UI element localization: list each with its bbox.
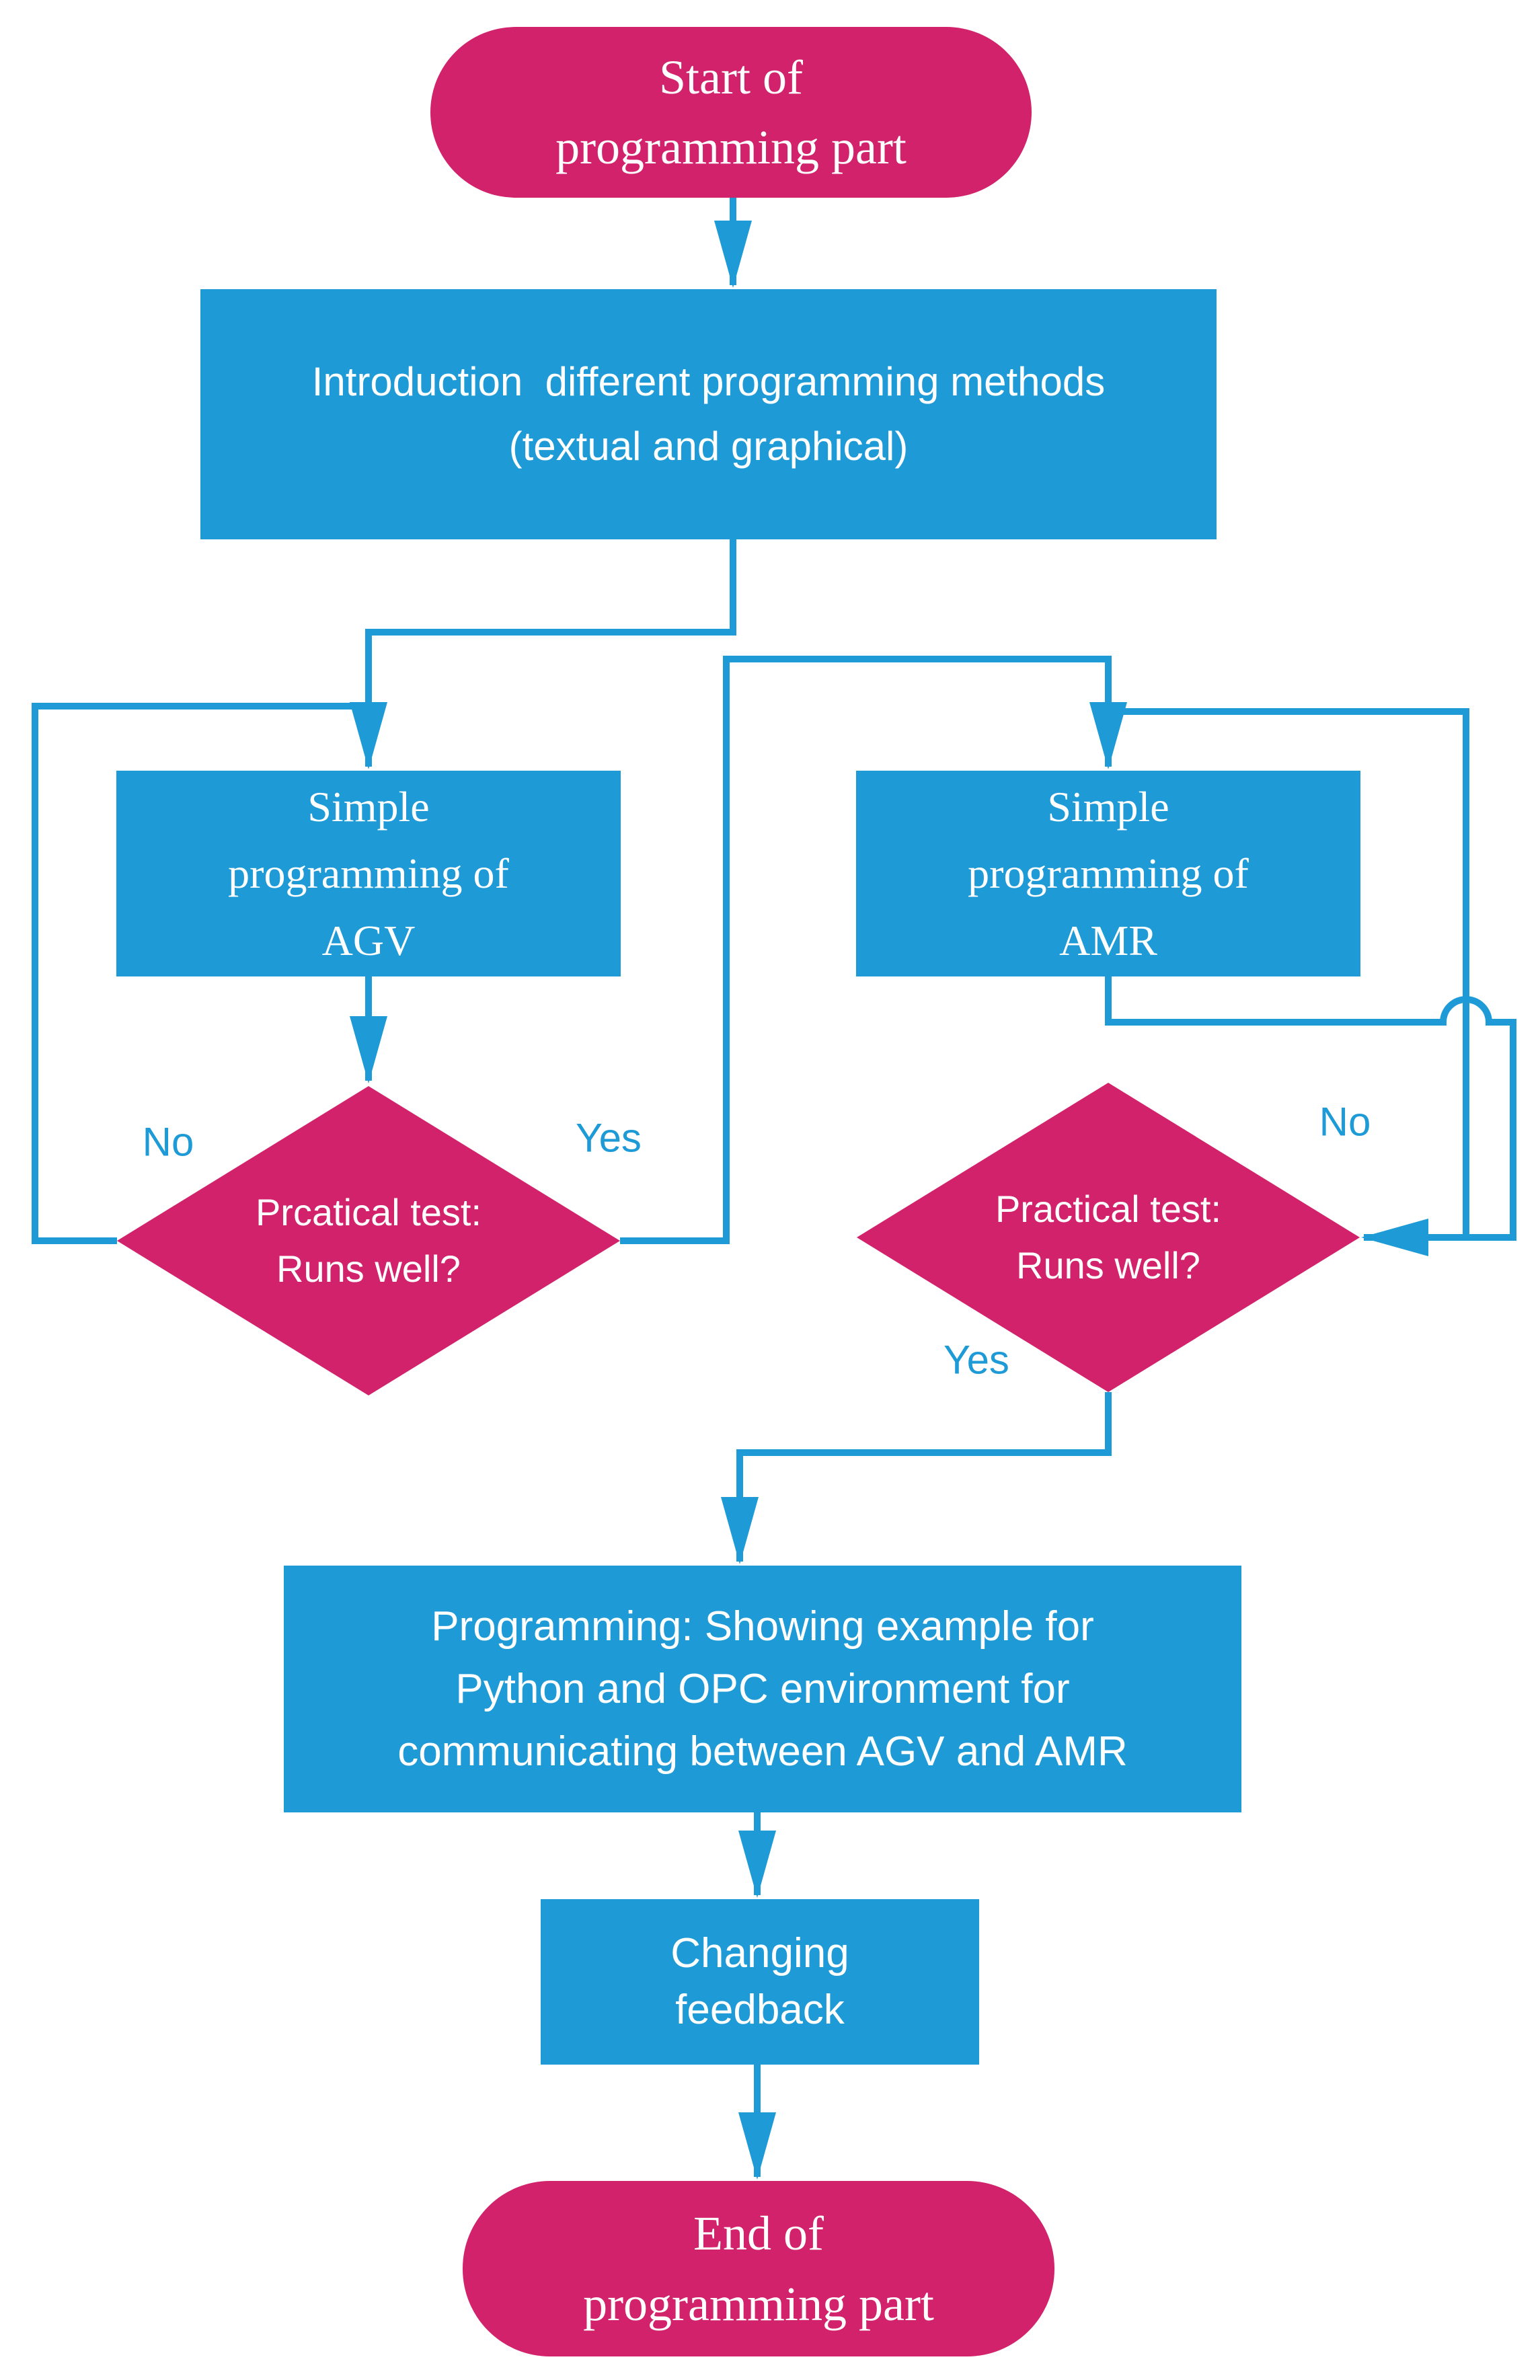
node-introduction-label: Introduction different programming metho… <box>311 359 1106 469</box>
edge-label-agv-no: No <box>142 1119 194 1165</box>
node-end-label: End of programming part <box>583 2206 934 2331</box>
node-amr-label: Simple programming of AMR <box>968 783 1249 964</box>
node-programming-label: Programming: Showing example for Python … <box>397 1603 1128 1775</box>
edge-agvtest-no-loop <box>32 703 366 1244</box>
node-start-label: Start of programming part <box>555 50 907 174</box>
node-programming-example-process: Programming: Showing example for Python … <box>284 1566 1241 1812</box>
edge-amrtest-yes-to-programming <box>721 1392 1112 1564</box>
edge-amr-to-amrtest <box>1105 976 1516 1256</box>
edge-agvtest-yes-to-amr <box>620 656 1127 1244</box>
node-changing-feedback-process: Changing feedback <box>541 1899 979 2065</box>
node-feedback-label: Changing feedback <box>670 1930 849 2033</box>
node-introduction-process: Introduction different programming metho… <box>200 289 1217 539</box>
node-agv-label: Simple programming of AGV <box>228 783 509 964</box>
edge-intro-to-agv <box>350 539 736 769</box>
edge-label-agv-yes: Yes <box>576 1115 642 1161</box>
node-agv-test-label: Prcatical test: Runs well? <box>255 1191 482 1290</box>
edge-amrtest-no-loop <box>1111 708 1469 1237</box>
node-end-terminator: End of programming part <box>463 2181 1054 2356</box>
edge-label-amr-no: No <box>1319 1099 1371 1145</box>
edge-label-amr-yes: Yes <box>944 1337 1009 1383</box>
node-start-terminator: Start of programming part <box>430 27 1032 198</box>
node-simple-programming-agv: Simple programming of AGV <box>116 771 621 976</box>
node-amr-test-label: Practical test: Runs well? <box>995 1188 1222 1287</box>
node-simple-programming-amr: Simple programming of AMR <box>856 771 1360 976</box>
